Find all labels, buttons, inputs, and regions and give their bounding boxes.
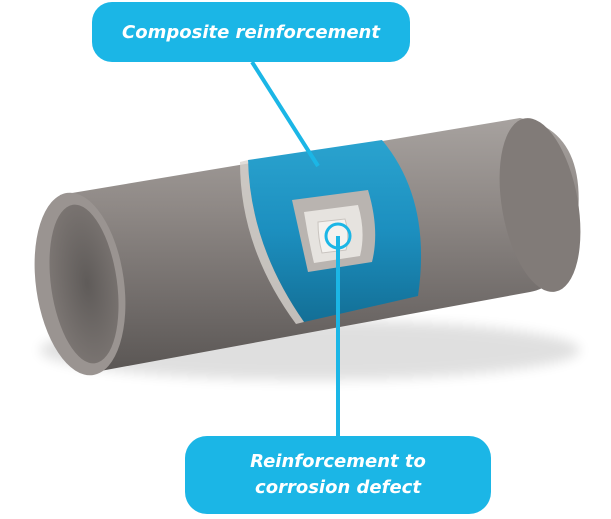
leader-line-top <box>250 60 320 168</box>
pipe-right-end <box>499 118 581 292</box>
wrap-edge-left <box>240 160 304 324</box>
pipe-left-opening <box>49 204 119 364</box>
composite-reinforcement-callout: Composite reinforcement <box>92 2 410 62</box>
callout-bottom-line2: corrosion defect <box>255 477 421 498</box>
callout-top-label: Composite reinforcement <box>122 21 380 43</box>
defect-reinforcement-callout: Reinforcement to corrosion defect <box>185 436 491 514</box>
defect-marker <box>324 222 352 250</box>
composite-wrap <box>240 140 422 324</box>
callout-bottom-line1: Reinforcement to <box>250 451 426 472</box>
